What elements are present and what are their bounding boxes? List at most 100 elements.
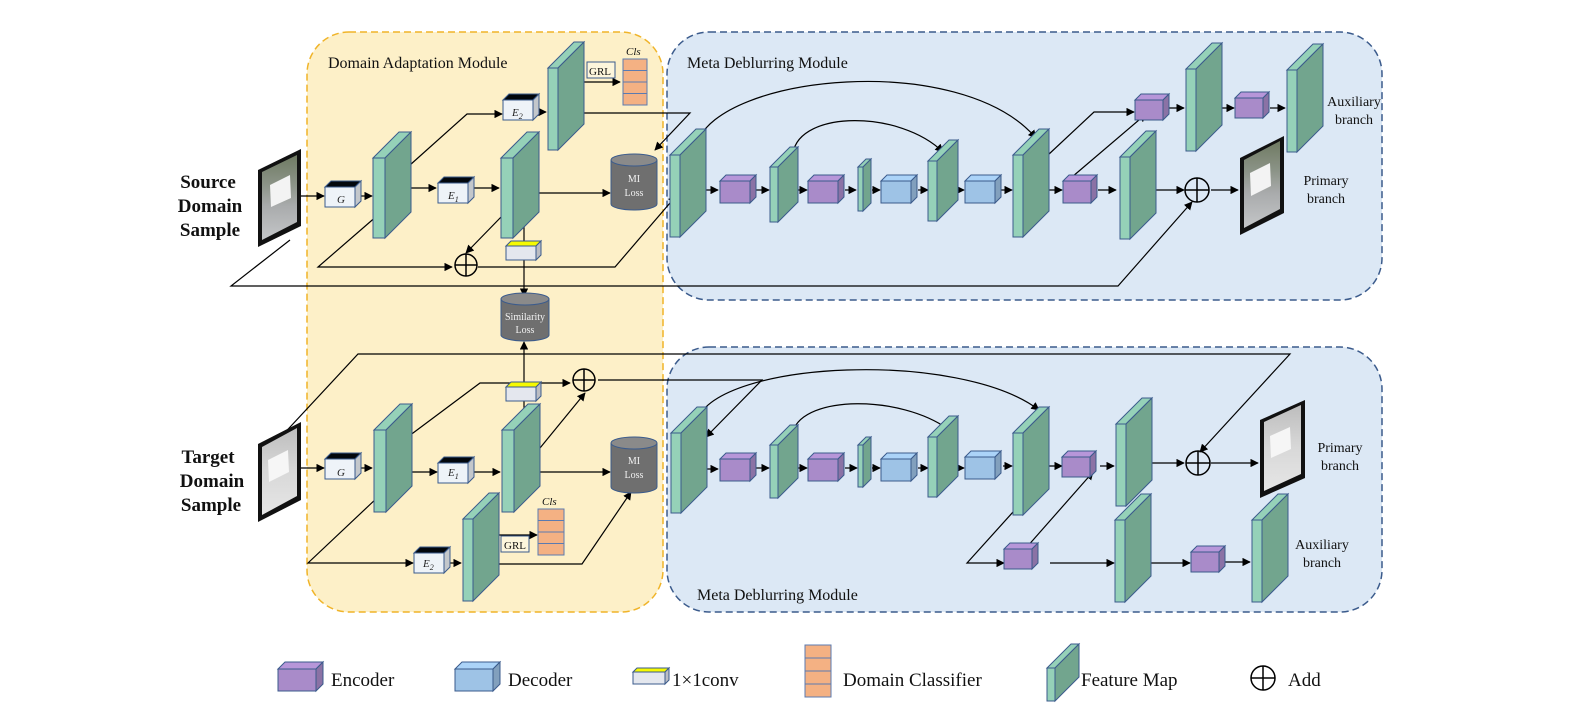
legend-encoder-label: Encoder [331,670,395,691]
add-node-top-da [454,253,478,277]
feature-map-md6-top [1118,129,1158,241]
encoder2-block-top [501,92,541,122]
encoder-block-md2-bottom [806,451,846,483]
legend-add-label: Add [1288,670,1321,691]
svg-text:Domain: Domain [178,196,243,217]
svg-text:Similarity: Similarity [505,312,545,323]
grl-label-bottom: GRL [504,540,526,552]
feature-map-md5-top [1011,127,1051,239]
legend-domain-classifier-label: Domain Classifier [843,670,982,691]
svg-text:Primary: Primary [1317,441,1362,456]
feature-map-md3-top [856,157,873,213]
feature-map-g-bottom [372,402,414,514]
target-input-image [258,422,301,522]
generator-block-bottom [323,451,363,481]
feature-map-md1-bottom [669,405,709,515]
feature-map-aux1-bottom [1113,492,1153,604]
encoder1-block-top [436,175,476,205]
svg-text:branch: branch [1321,459,1359,474]
mi-loss-label-bottom: MI Loss [625,456,644,481]
feature-map-e2-top [546,40,586,152]
svg-text:Target: Target [181,447,235,468]
feature-map-md4-bottom [926,414,960,499]
encoder-block-md3-bottom [1060,449,1098,479]
auxiliary-branch-label-bottom: Auxiliary branch [1295,538,1349,571]
feature-map-aux2-bottom [1250,492,1290,604]
feature-map-e2-bottom [461,491,501,603]
meta-deblurring-title-bottom: Meta Deblurring Module [697,587,858,604]
primary-output-image-bottom [1260,400,1305,498]
feature-map-e1-top [499,130,541,240]
feature-map-md4-top [926,138,960,223]
add-node-primary-bottom [1185,450,1211,476]
encoder2-block-bottom [412,545,452,575]
feature-map-md2-top [768,145,800,224]
cls-label-top: Cls [626,46,641,58]
generator-block-top [323,179,363,209]
decoder-block-md1-top [879,173,919,205]
legend-encoder-icon [276,660,325,693]
generator-label-bottom: G [337,467,345,479]
svg-text:Primary: Primary [1303,174,1348,189]
add-node-primary-top [1184,177,1210,203]
decoder-block-md1-bottom [879,451,919,483]
feature-map-md2-bottom [768,423,800,500]
cls-label-bottom: Cls [542,496,557,508]
domain-classifier-bottom [537,508,565,556]
grl-label-top: GRL [589,66,611,78]
svg-text:branch: branch [1307,192,1345,207]
similarity-loss-label: Similarity Loss [505,312,545,336]
mi-loss-label-top: MI Loss [625,174,644,199]
feature-map-md1-top [668,127,708,239]
encoder-block-md1-top [718,173,758,205]
svg-text:Auxiliary: Auxiliary [1327,95,1381,110]
svg-text:Loss: Loss [625,470,644,481]
encoder-block-md2-top [806,173,846,205]
svg-text:branch: branch [1335,113,1373,128]
encoder1-label-bottom: E1 [447,467,459,481]
legend-conv-icon [631,666,671,686]
svg-text:MI: MI [628,456,640,467]
encoder-block-aux1-bottom [1002,541,1040,571]
target-domain-label: Target Domain Sample [180,447,245,516]
feature-map-md3-bottom [856,435,873,489]
feature-map-aux1-top [1184,41,1224,153]
legend-conv-label: 1×1conv [672,670,739,691]
legend: Encoder Decoder 1×1conv Domain Classifie… [276,642,1321,703]
generator-label-top: G [337,194,345,206]
mi-loss-bottom [610,436,658,494]
encoder-block-aux2-top [1233,90,1271,120]
mi-loss-top [610,153,658,211]
legend-domain-classifier-icon [804,644,832,698]
feature-map-md6-bottom [1114,396,1154,508]
encoder2-label-top: E2 [511,107,523,121]
primary-branch-label-bottom: Primary branch [1317,441,1362,474]
feature-map-md5-bottom [1011,405,1051,517]
svg-text:Auxiliary: Auxiliary [1295,538,1349,553]
source-input-image [258,149,301,247]
legend-feature-map-icon [1045,642,1081,703]
feature-map-e1-bottom [500,402,542,514]
primary-branch-label-top: Primary branch [1303,174,1348,207]
decoder-block-md2-top [963,173,1003,205]
svg-text:Loss: Loss [625,188,644,199]
domain-adaptation-title: Domain Adaptation Module [328,55,508,72]
encoder1-label-top: E1 [447,190,459,204]
decoder-block-md2-bottom [963,449,1003,481]
encoder-block-md3-top [1061,173,1099,205]
add-node-bottom-da [572,368,596,392]
domain-classifier-top [622,58,648,106]
source-domain-label: Source Domain Sample [178,172,243,241]
legend-decoder-icon [453,660,502,693]
legend-add-icon [1250,665,1276,691]
svg-text:MI: MI [628,174,640,185]
meta-deblurring-title-top: Meta Deblurring Module [687,55,848,72]
similarity-loss [500,292,550,342]
encoder2-label-bottom: E2 [422,558,434,572]
svg-text:Source: Source [180,172,236,193]
conv1x1-top [504,239,543,262]
feature-map-g-top [371,130,413,240]
grl-box-top [586,61,616,79]
svg-text:Sample: Sample [181,495,241,516]
